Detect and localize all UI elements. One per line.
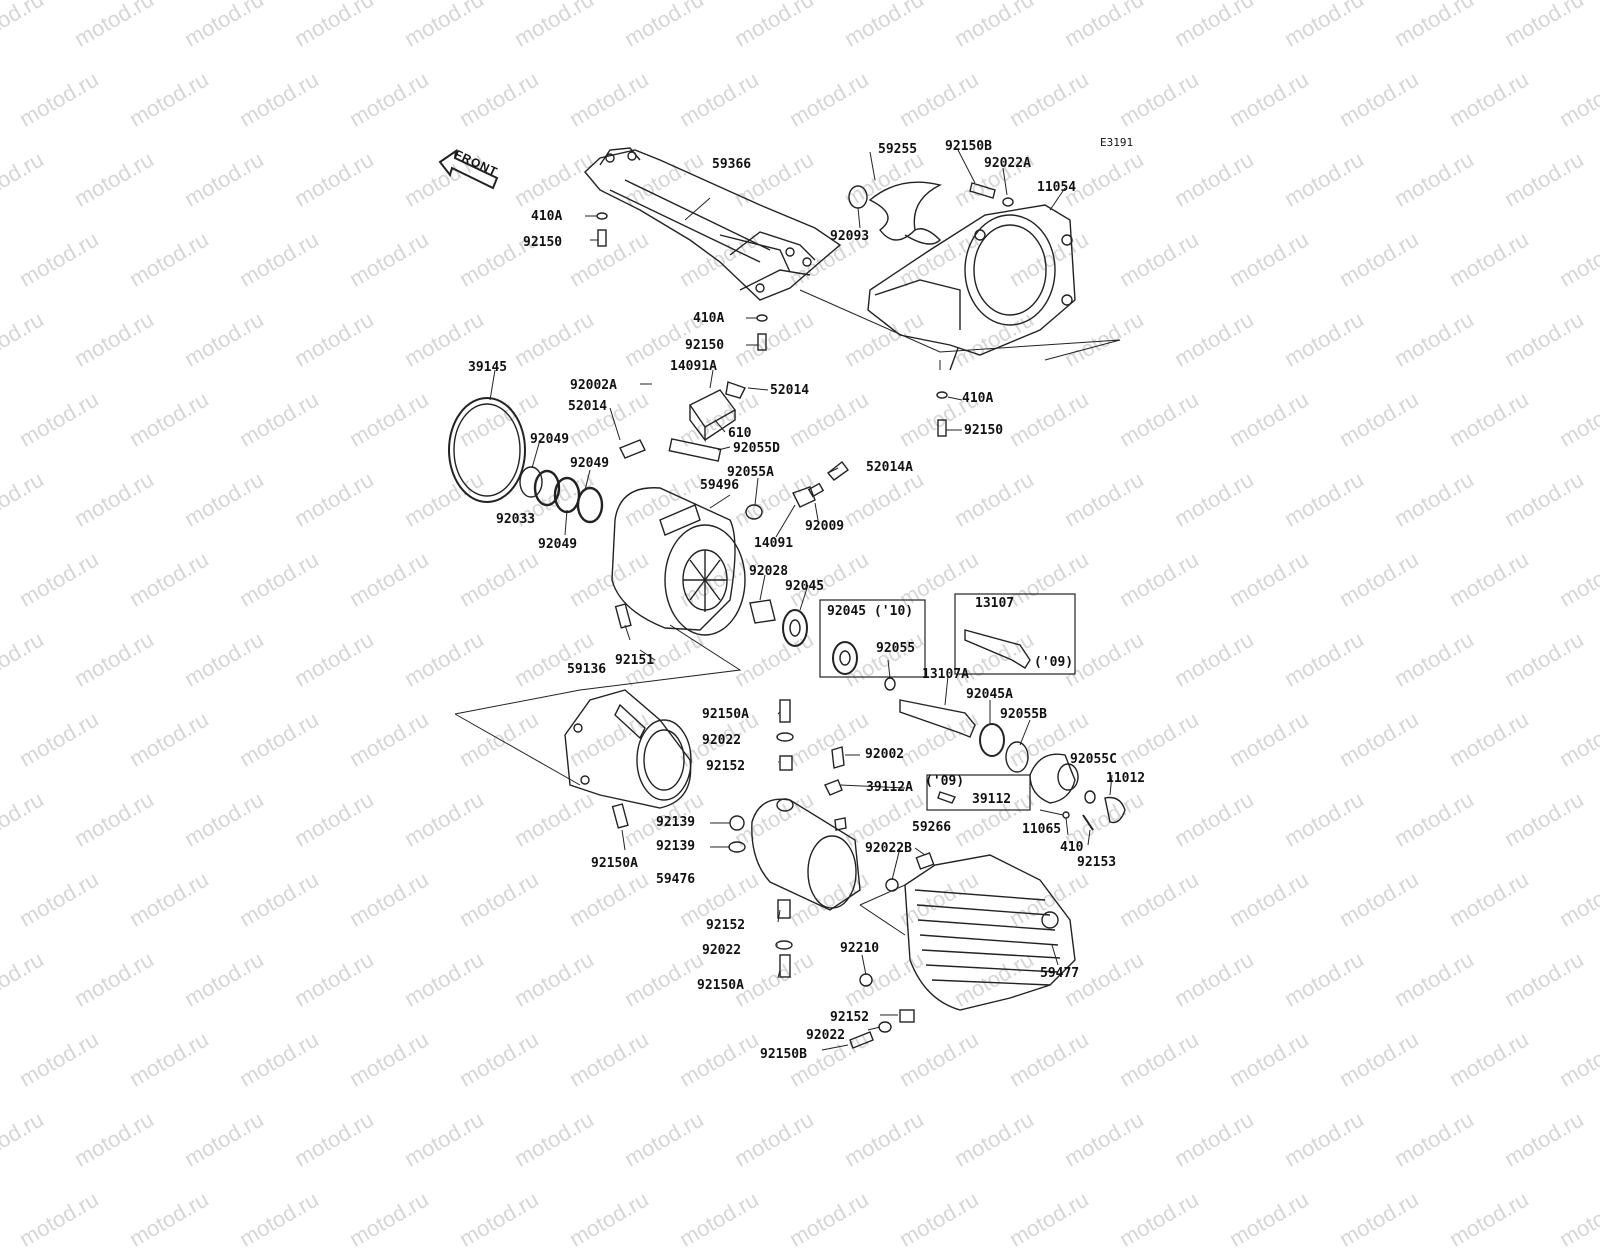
part-label: 13107 bbox=[975, 596, 1015, 611]
steering-nozzle bbox=[751, 798, 861, 911]
part-label: 92139 bbox=[656, 839, 696, 854]
part-label: 92153 bbox=[1077, 855, 1117, 870]
part-label: 59496 bbox=[700, 478, 740, 493]
front-indicator: FRONT bbox=[437, 147, 500, 179]
part-label: 92152 bbox=[706, 918, 746, 933]
part-label: 92152 bbox=[706, 759, 746, 774]
part-label: 59136 bbox=[567, 662, 607, 677]
part-label: 59266 bbox=[912, 820, 952, 835]
part-label: 92150 bbox=[964, 423, 1004, 438]
part-label: 92055 bbox=[876, 641, 916, 656]
pump-mount-plate bbox=[584, 147, 842, 301]
part-label: 14091A bbox=[670, 359, 717, 374]
part-label: ('09) bbox=[925, 774, 965, 789]
part-label: 92045 ('10) bbox=[827, 604, 914, 619]
part-label: 410A bbox=[531, 209, 563, 224]
part-label: 14091 bbox=[754, 536, 794, 551]
part-label: 92033 bbox=[496, 512, 536, 527]
part-label: 410A bbox=[693, 311, 725, 326]
part-label: 92150 bbox=[685, 338, 725, 353]
part-label: 11065 bbox=[1022, 822, 1062, 837]
part-label: 92152 bbox=[830, 1010, 870, 1025]
part-label: 92151 bbox=[615, 653, 655, 668]
part-label: ('09) bbox=[1034, 655, 1074, 670]
pump-case bbox=[867, 204, 1076, 371]
part-label: 13107A bbox=[922, 667, 969, 682]
part-label: 92022 bbox=[806, 1028, 846, 1043]
leader-lines bbox=[489, 149, 1113, 1051]
part-label: 39112A bbox=[866, 780, 913, 795]
inset-box-13107 bbox=[954, 593, 1076, 675]
part-label: 610 bbox=[728, 426, 752, 441]
part-label: 92093 bbox=[830, 229, 870, 244]
part-label: 92055B bbox=[1000, 707, 1047, 722]
diagram-code: E3191 bbox=[1100, 136, 1134, 149]
part-label: 410 bbox=[1060, 840, 1084, 855]
part-label: 92139 bbox=[656, 815, 696, 830]
drive-shaft bbox=[884, 677, 976, 738]
part-label: 92055A bbox=[727, 465, 774, 480]
part-label: 52014 bbox=[568, 399, 608, 414]
diagram-artwork bbox=[438, 147, 1126, 1051]
part-label: 92045A bbox=[966, 687, 1013, 702]
part-label: 92009 bbox=[805, 519, 845, 534]
part-label: 92045 bbox=[785, 579, 825, 594]
part-label: 92055C bbox=[1070, 752, 1117, 767]
inset-box-92045-10 bbox=[819, 599, 926, 678]
part-label: 92002 bbox=[865, 747, 905, 762]
part-label: 59476 bbox=[656, 872, 696, 887]
part-label: 59255 bbox=[878, 142, 918, 157]
part-label: 11054 bbox=[1037, 180, 1077, 195]
part-label: 92022B bbox=[865, 841, 912, 856]
venturi-nozzle bbox=[564, 689, 692, 809]
part-label: 92049 bbox=[538, 537, 578, 552]
front-label: FRONT bbox=[452, 146, 501, 180]
part-label: 92150A bbox=[697, 978, 744, 993]
bolt-92150-2 bbox=[756, 314, 768, 351]
bolt-92150B bbox=[969, 182, 1014, 207]
part-label: 92150 bbox=[523, 235, 563, 250]
bolt-92150-1 bbox=[596, 212, 608, 247]
front-arrow-icon bbox=[438, 148, 499, 190]
part-label: 92049 bbox=[570, 456, 610, 471]
bolt-92150-3 bbox=[936, 391, 948, 437]
part-label: 410A bbox=[962, 391, 994, 406]
part-label: 39145 bbox=[468, 360, 508, 375]
pump-bowl bbox=[611, 487, 746, 636]
part-label: 52014 bbox=[770, 383, 810, 398]
part-label: 92210 bbox=[840, 941, 880, 956]
reverse-bucket bbox=[904, 854, 1076, 1011]
part-label: 59477 bbox=[1040, 966, 1080, 981]
part-label: 92150A bbox=[702, 707, 749, 722]
part-label: 92002A bbox=[570, 378, 617, 393]
bypass-block bbox=[619, 381, 746, 459]
part-label: 92150B bbox=[760, 1047, 807, 1062]
part-label: 59366 bbox=[712, 157, 752, 172]
part-label: 92049 bbox=[530, 432, 570, 447]
part-label: 11012 bbox=[1106, 771, 1146, 786]
part-label: 92028 bbox=[749, 564, 789, 579]
part-label: 92022A bbox=[984, 156, 1031, 171]
part-label: 92022 bbox=[702, 733, 742, 748]
part-label: 92055D bbox=[733, 441, 780, 456]
wear-ring bbox=[448, 397, 526, 503]
part-label: 39112 bbox=[972, 792, 1012, 807]
part-label: 92022 bbox=[702, 943, 742, 958]
part-label: 52014A bbox=[866, 460, 913, 475]
part-label: 92150B bbox=[945, 139, 992, 154]
part-label: 92150A bbox=[591, 856, 638, 871]
